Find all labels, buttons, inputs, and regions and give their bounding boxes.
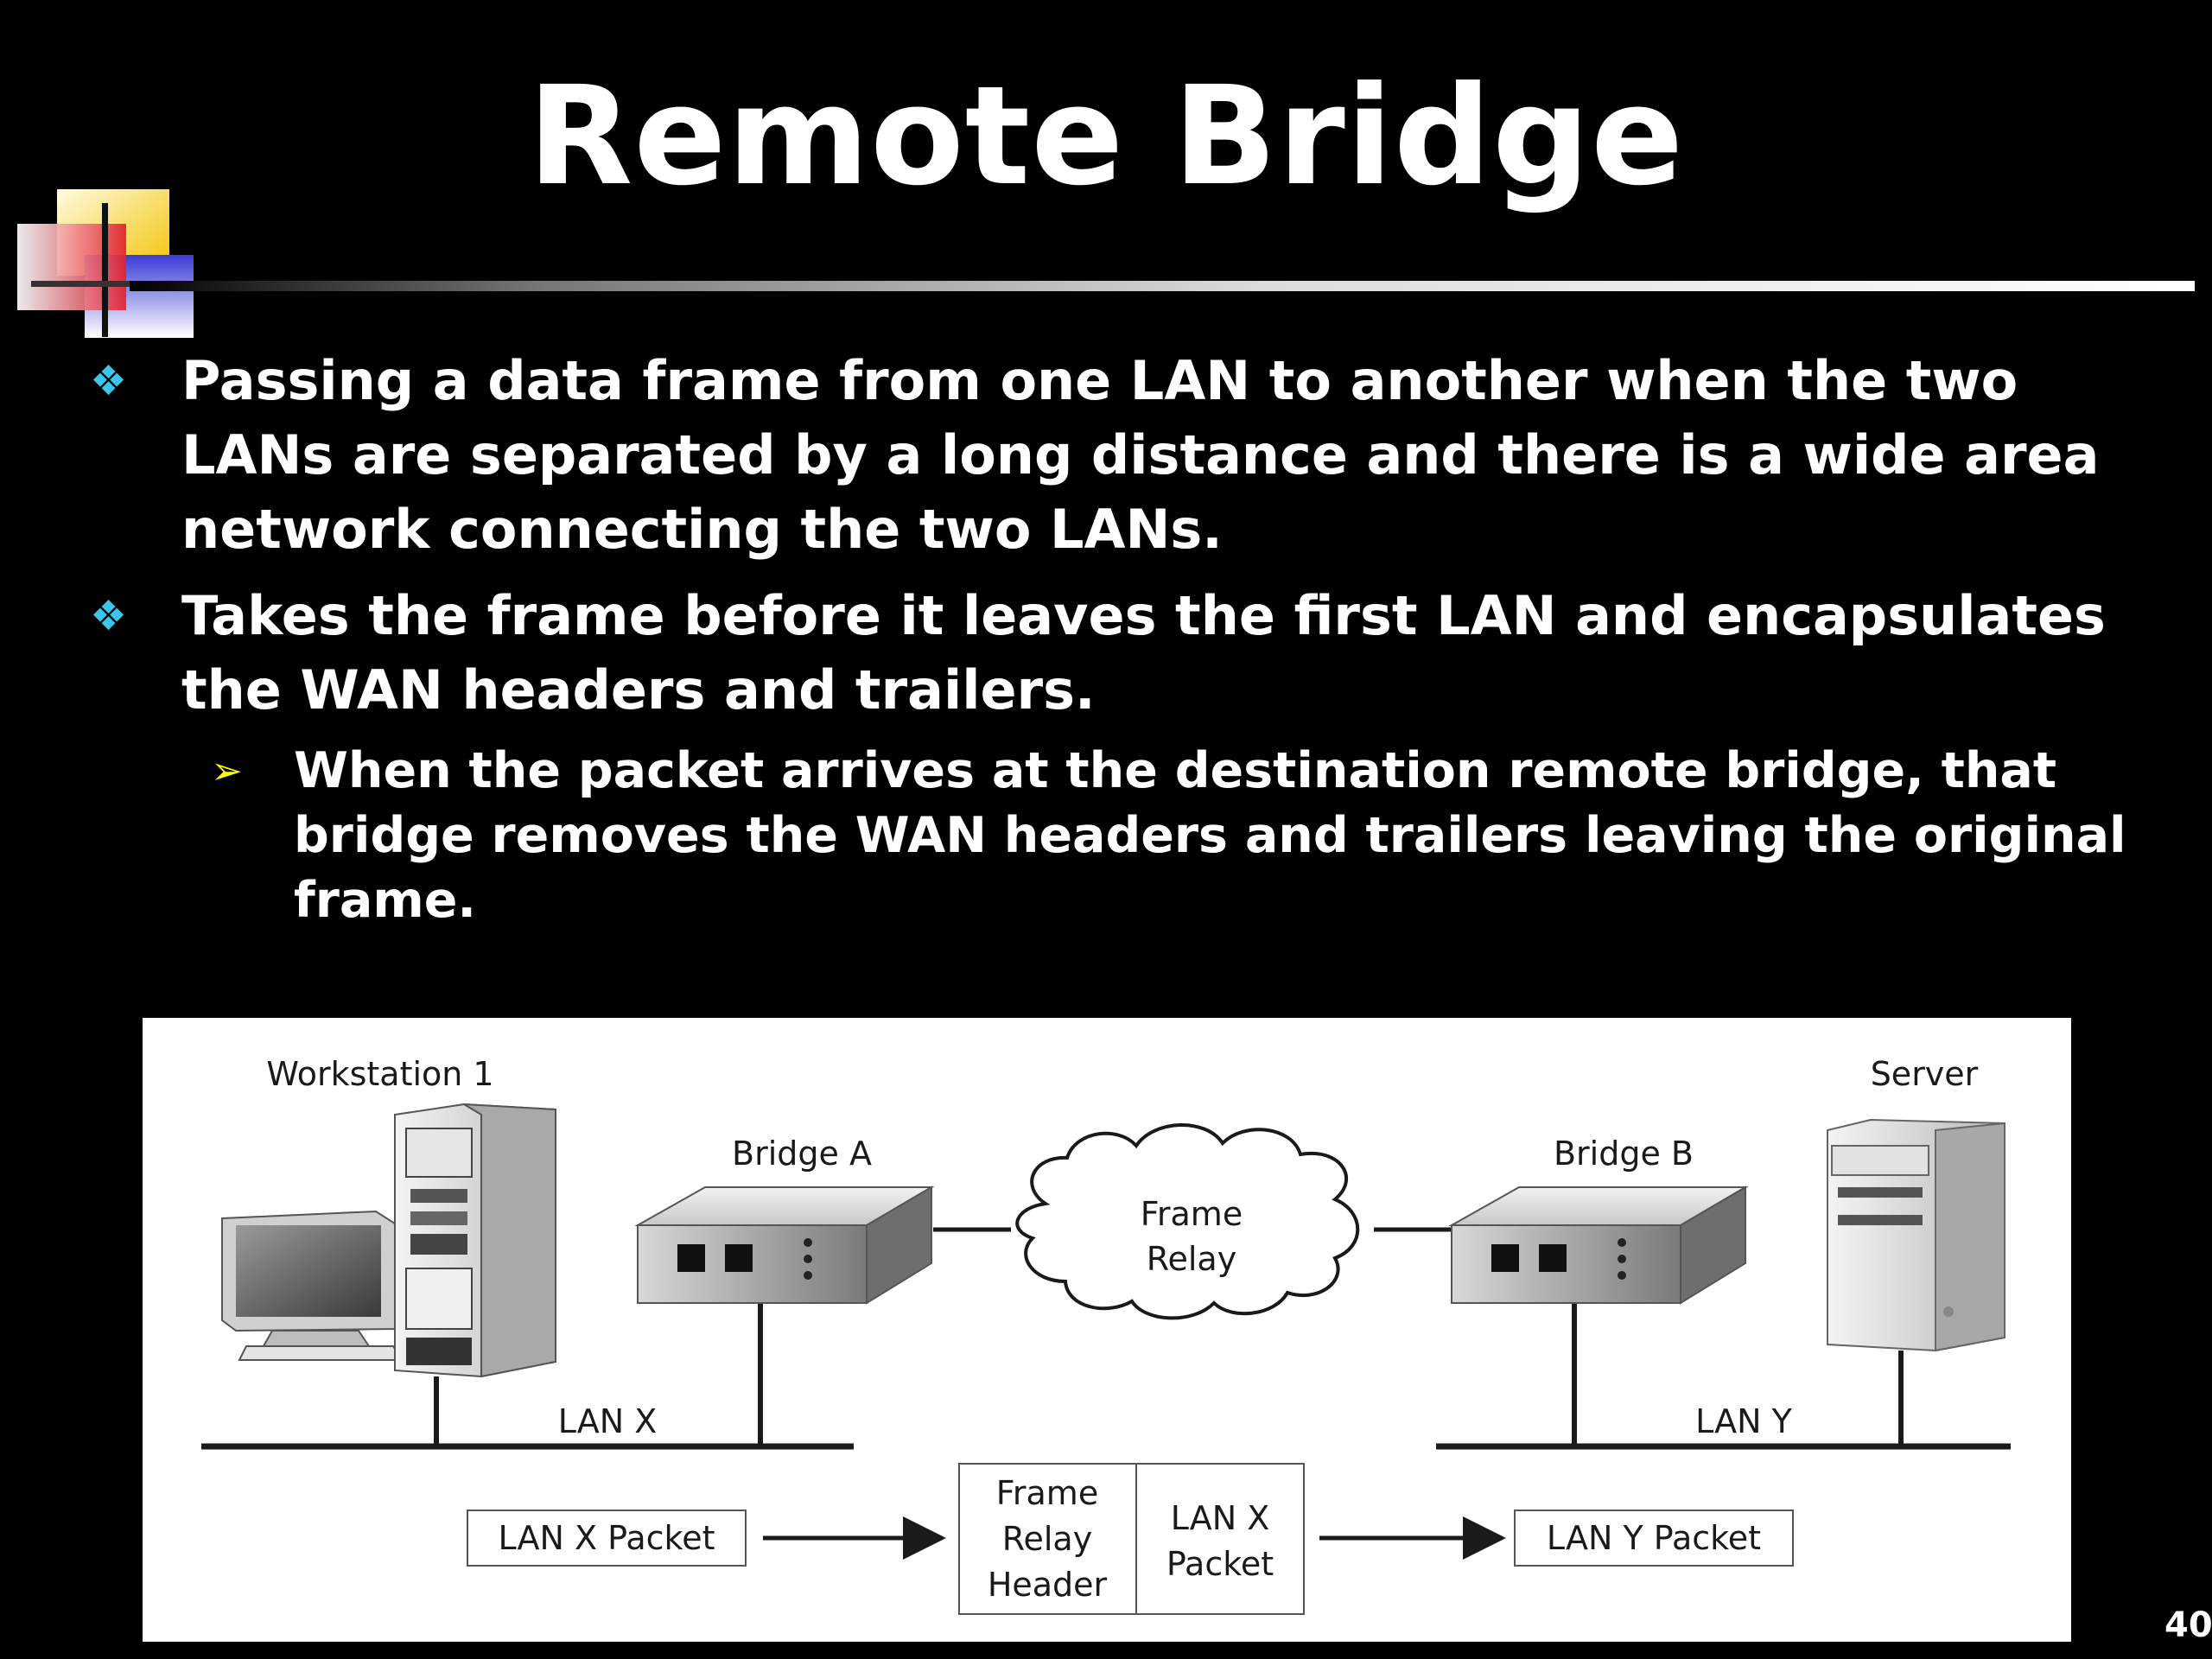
lan-y-label: LAN Y [1695,1402,1793,1440]
workstation-label: Workstation 1 [266,1055,493,1093]
server-label: Server [1871,1055,1979,1093]
bullet-item: Passing a data frame from one LAN to ano… [181,349,2100,561]
lan-x-label: LAN X [558,1402,658,1440]
lan-y-packet-label: LAN Y Packet [1547,1519,1761,1557]
workstation-tower-icon [394,1103,556,1378]
bridge-a-icon [634,1185,935,1305]
bridge-b-icon [1448,1185,1749,1305]
bridge-a-label: Bridge A [732,1135,872,1173]
cloud-label-line2: Relay [1147,1240,1236,1278]
inner-packet-label-line1: LAN X [1171,1499,1270,1537]
lan-x-packet-label: LAN X Packet [499,1519,715,1557]
server-icon [1827,1118,2005,1352]
header-label-line2: Relay [1002,1520,1092,1558]
sub-bullet-marker-icon: ➢ [211,749,243,793]
lan-x-packet-box [467,1510,747,1567]
inner-packet-label-line2: Packet [1166,1545,1274,1583]
bridge-b-label: Bridge B [1554,1135,1694,1173]
cloud-label-line1: Frame [1141,1195,1243,1233]
sub-bullet-item: When the packet arrives at the destinati… [294,742,2126,929]
title-divider [130,281,2195,291]
frame-relay-cloud-icon [1015,1123,1360,1320]
monitor-icon [221,1210,404,1361]
slide-title: Remote Bridge [527,57,1685,216]
lan-y-packet-box [1514,1510,1794,1567]
diagram-canvas: Frame Relay Workstation 1 Server Bridge … [201,1055,2011,1615]
logo-squares-icon [17,189,194,338]
encapsulated-packet-box [1135,1463,1305,1615]
bullet-item: Takes the frame before it leaves the fir… [181,584,2106,721]
header-label-line3: Header [988,1566,1108,1604]
header-label-line1: Frame [996,1474,1098,1512]
bullet-marker-icon: ❖ [90,592,128,640]
page-number: 40 [2164,1605,2212,1645]
remote-bridge-diagram: Frame Relay Workstation 1 Server Bridge … [143,1018,2071,1642]
bullet-marker-icon: ❖ [90,357,128,405]
